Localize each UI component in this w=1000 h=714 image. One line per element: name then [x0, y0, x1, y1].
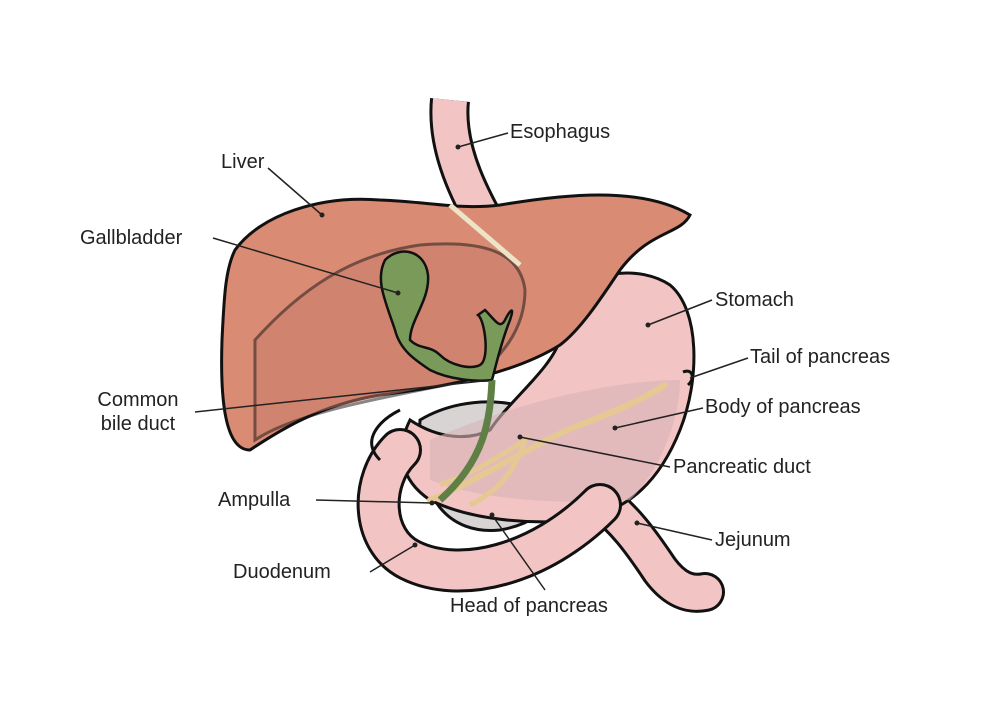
label-jejunum: Jejunum	[715, 529, 791, 551]
duodenum-shape	[356, 408, 622, 593]
label-body-of-pancreas: Body of pancreas	[705, 396, 861, 418]
label-liver: Liver	[221, 151, 265, 173]
label-head-of-pancreas: Head of pancreas	[450, 595, 608, 617]
label-common-bile-duct: Common bile duct	[82, 388, 194, 436]
gallbladder-shape	[379, 250, 514, 382]
leader-lines	[194, 132, 749, 591]
label-tail-of-pancreas: Tail of pancreas	[750, 346, 891, 368]
label-common-bile-duct-line2: bile duct	[100, 413, 176, 435]
label-common-bile-duct-line1: Common	[97, 389, 179, 411]
pancreatic-duct-shape	[427, 382, 668, 503]
label-esophagus: Esophagus	[510, 121, 611, 143]
label-duodenum: Duodenum	[233, 561, 331, 583]
label-stomach: Stomach	[715, 289, 794, 311]
label-ampulla: Ampulla	[218, 489, 291, 511]
label-pancreatic-duct: Pancreatic duct	[673, 456, 811, 478]
label-gallbladder: Gallbladder	[80, 227, 183, 249]
common-bile-duct-shape	[437, 379, 496, 503]
tail-of-pancreas-shape	[682, 369, 694, 387]
